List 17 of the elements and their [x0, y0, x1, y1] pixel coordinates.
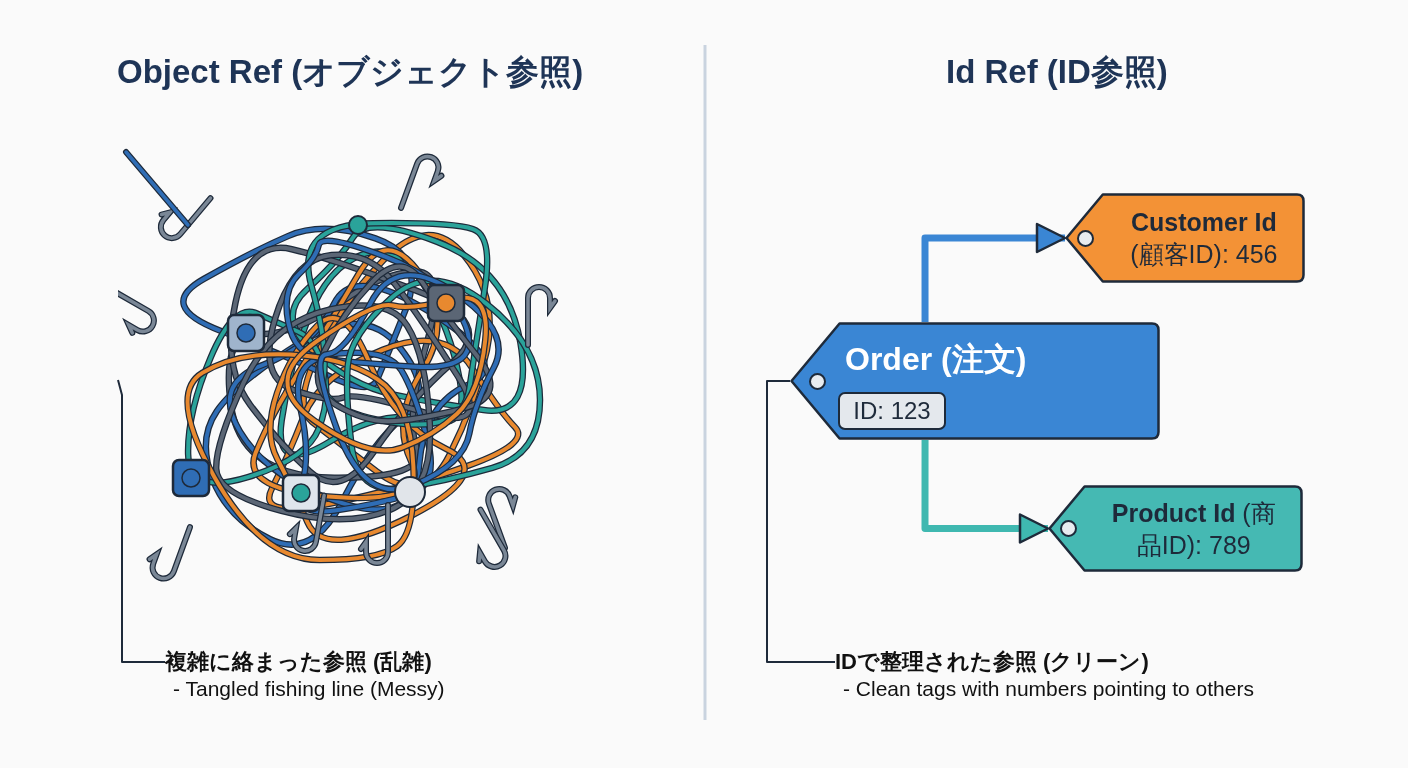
customer-tag	[1065, 193, 1305, 283]
caption-heading: 複雑に絡まった参照 (乱雑)	[165, 648, 432, 676]
tag-title: Order (注文)	[845, 340, 1027, 379]
order-tag	[790, 322, 1160, 440]
section-heading: Object Ref (オブジェクト参照)	[117, 52, 584, 92]
section-heading: Id Ref (ID参照)	[946, 52, 1168, 92]
product-tag	[1048, 485, 1303, 572]
arrow	[921, 222, 1067, 322]
caption-heading: IDで整理された参照 (クリーン)	[835, 648, 1149, 676]
tag-label: Customer Id (顧客ID): 456	[1129, 207, 1279, 270]
id-badge: ID: 123	[838, 392, 946, 430]
caption-text: - Clean tags with numbers pointing to others	[843, 677, 1254, 701]
leader-line	[117, 379, 166, 663]
tag-label: Product Id (商品ID): 789	[1110, 497, 1277, 561]
arrow	[921, 440, 1050, 544]
caption-text: - Tangled fishing line (Messy)	[173, 677, 445, 701]
leader-line	[766, 380, 836, 663]
